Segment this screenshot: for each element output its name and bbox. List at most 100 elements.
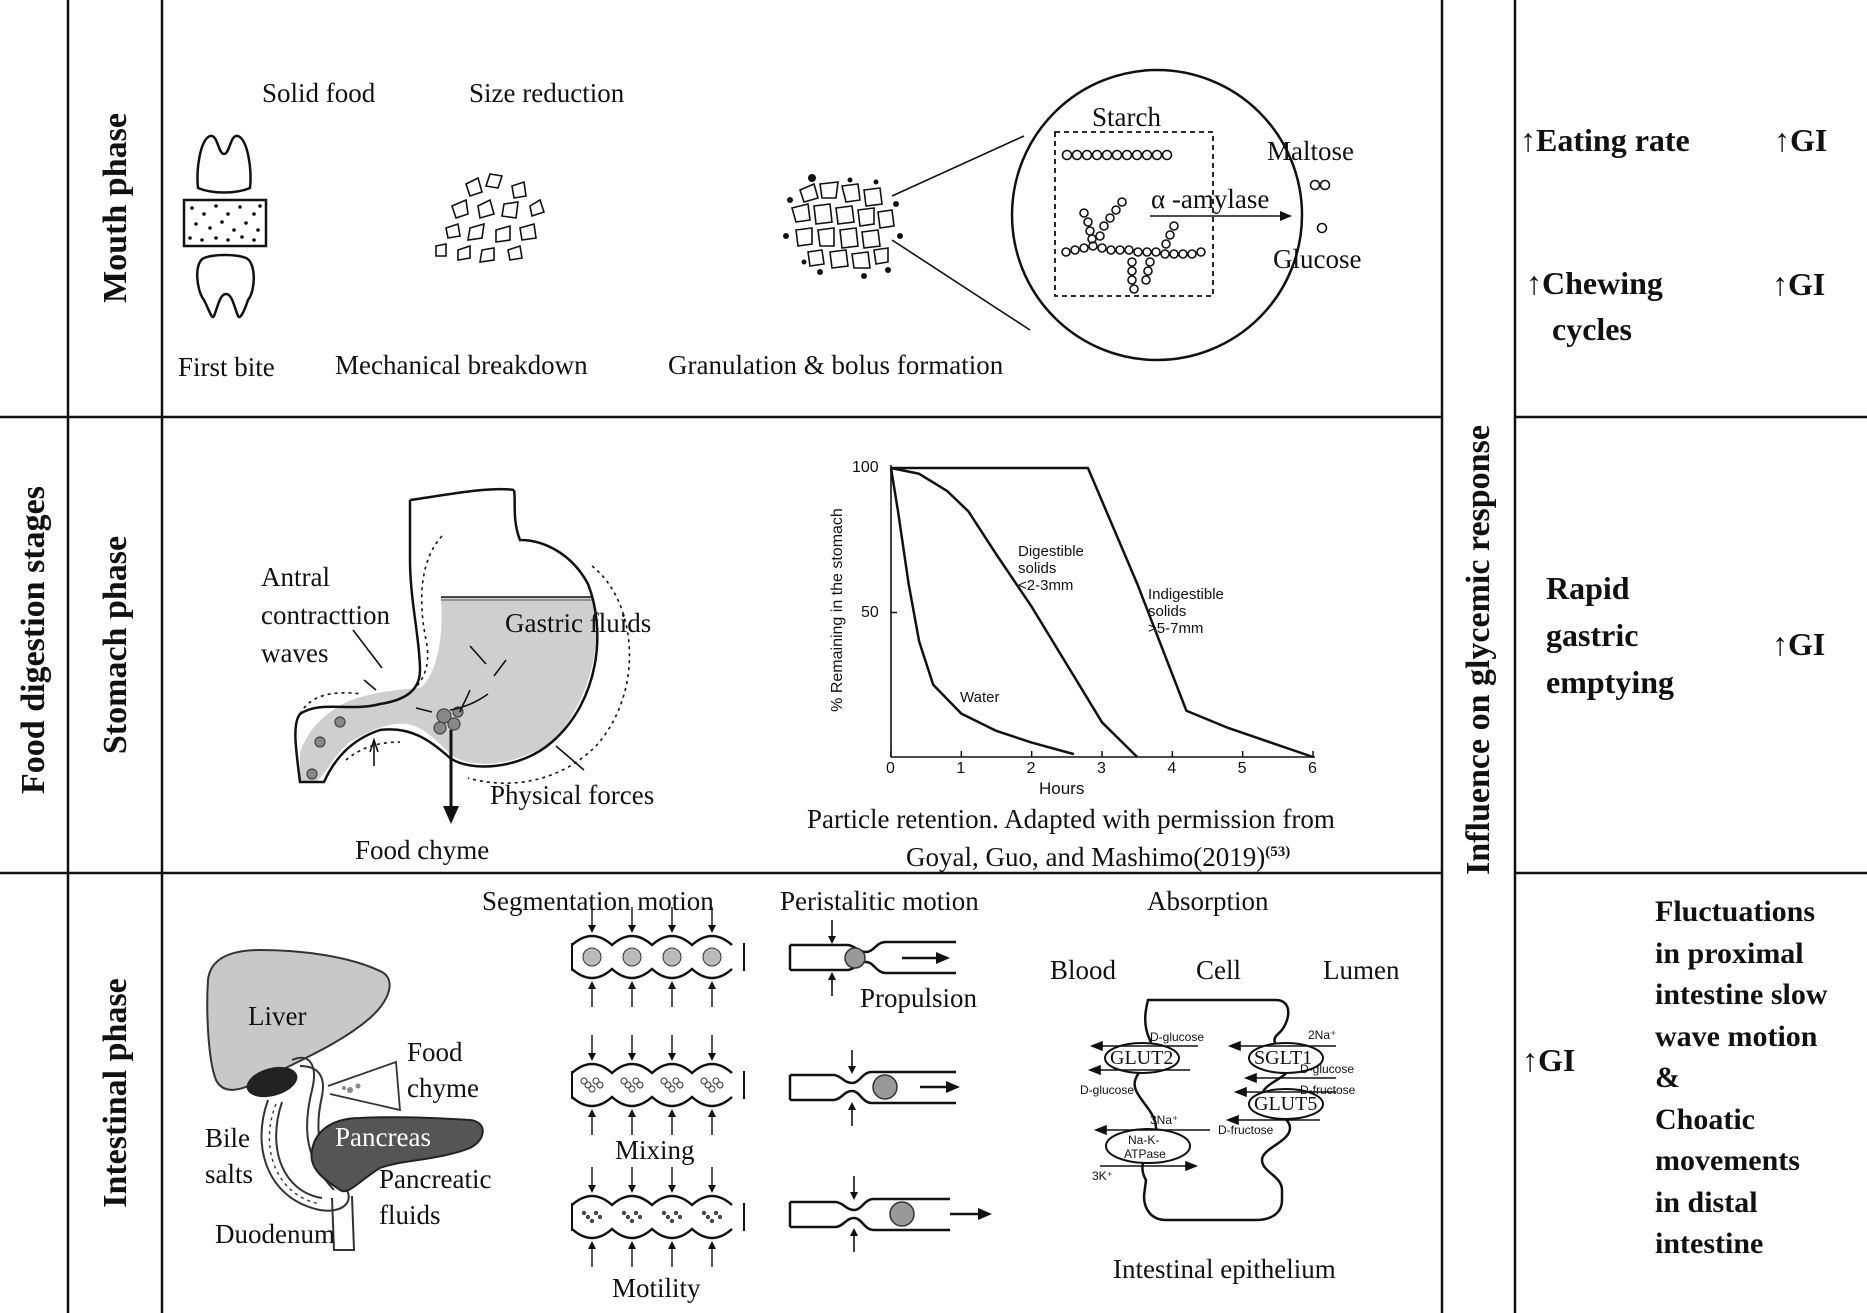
three-na-label: 3Na⁺ [1150, 1113, 1179, 1127]
chewing-label-2: cycles [1552, 311, 1632, 347]
segmentation-tube-wall [571, 1227, 733, 1240]
mixing-label: Mixing [615, 1135, 695, 1165]
maltose-label: Maltose [1267, 136, 1354, 166]
na-k-atpase-transporter [1105, 1128, 1191, 1164]
upper-tooth-icon [196, 134, 252, 194]
d-fructose-cell-label: D-fructose [1218, 1123, 1274, 1137]
motility-label: Motility [612, 1273, 701, 1303]
duodenum-label: Duodenum [215, 1219, 335, 1249]
rapid-label-1: Rapid [1546, 570, 1630, 606]
intestinal-influence-line: & [1655, 1061, 1680, 1094]
chart-x-tick-label: 5 [1237, 760, 1247, 777]
bolus [783, 174, 903, 279]
chart-x-label: Hours [1039, 779, 1085, 798]
na-k-label-1: Na-K- [1128, 1133, 1160, 1147]
chewing-label-1: ↑Chewing [1526, 265, 1663, 301]
gastric-fluid [300, 597, 597, 782]
segmentation-tube-wall [571, 1194, 733, 1207]
d-glucose-lumen-label: D-glucose [1300, 1062, 1355, 1076]
liver [206, 948, 391, 1091]
three-k-label: 3K⁺ [1092, 1169, 1114, 1183]
physical-forces-label: Physical forces [490, 780, 655, 810]
granulation-label: Granulation & bolus formation [668, 350, 1004, 380]
segmentation-tube-wall [571, 934, 733, 947]
intestinal-influence-line: wave motion [1655, 1019, 1818, 1053]
chart-y-tick-label: 100 [852, 459, 879, 476]
intestinal-influence-line: Fluctuations [1655, 895, 1816, 928]
d-fructose-lumen-label: D-fructose [1300, 1083, 1356, 1097]
food-dots [188, 204, 262, 242]
segmentation-motion-label: Segmentation motion [482, 886, 714, 916]
food-chyme-label-1: Food [407, 1037, 463, 1067]
eating-rate-label: ↑Eating rate [1520, 122, 1690, 158]
peristaltic-motion-label: Peristalitic motion [780, 886, 979, 916]
gastric-emptying-chart [889, 465, 1315, 759]
intestinal-influence-line: movements [1655, 1144, 1800, 1177]
d-glucose-out-label: D-glucose [1150, 1030, 1205, 1044]
glut2-label: GLUT2 [1110, 1047, 1174, 1069]
segmentation-tubes [571, 907, 745, 1267]
na-k-label-2: ATPase [1124, 1147, 1166, 1161]
chart-caption-1: Particle retention. Adapted with permiss… [807, 804, 1335, 834]
particles-small [435, 173, 546, 263]
first-bite-label: First bite [178, 352, 275, 382]
starch-branched [1061, 197, 1206, 294]
starch-box [1054, 131, 1214, 297]
peristaltic-tubes [788, 920, 992, 1252]
liver-label: Liver [248, 1001, 307, 1031]
zoom-circle [1010, 68, 1304, 362]
pancreatic-label-2: fluids [379, 1200, 441, 1230]
pancreas-label: Pancreas [335, 1122, 431, 1152]
chart-x-tick-label: 2 [1026, 760, 1036, 777]
food-block [182, 198, 268, 248]
chart-x-tick-label: 6 [1308, 760, 1317, 777]
bile-label-2: salts [205, 1159, 254, 1189]
amylase-label: α -amylase [1151, 184, 1270, 214]
glucose-icon [1316, 222, 1328, 234]
bile-label-1: Bile [205, 1123, 250, 1153]
glucose-label: Glucose [1273, 244, 1362, 274]
stomach-outline [294, 489, 599, 784]
water-label: Water [960, 689, 1000, 706]
lumen-label: Lumen [1323, 955, 1400, 985]
size-reduction-label: Size reduction [469, 78, 625, 108]
propulsion-label: Propulsion [860, 983, 978, 1013]
gastric-fluids-label: Gastric fluids [505, 608, 652, 638]
lower-tooth-icon [196, 253, 255, 319]
intestinal-influence-line: in proximal [1655, 936, 1804, 970]
chart-caption-2: Goyal, Guo, and Mashimo(2019)(53) [906, 842, 1291, 872]
d-glucose-in-label: D-glucose [1080, 1083, 1135, 1097]
digestible-label-2: solids [1018, 560, 1057, 577]
food-chyme-label-2: chyme [407, 1073, 479, 1103]
glut2-transporter [1104, 1042, 1180, 1074]
intestinal-influence-line: intestine slow [1655, 978, 1828, 1011]
glut5-transporter [1248, 1088, 1324, 1120]
pancreatic-label-1: Pancreatic [379, 1164, 492, 1194]
intestinal-influence-line: intestine [1655, 1227, 1764, 1260]
starch-label: Starch [1092, 102, 1161, 132]
chart-series-line-1 [890, 466, 1139, 758]
chart-x-tick-label: 4 [1167, 760, 1177, 777]
chart-series-line-2 [891, 466, 1314, 759]
chart-x-tick-label: 0 [886, 760, 895, 777]
indigestible-label-2: solids [1148, 603, 1187, 620]
chart-x-tick-label: 1 [956, 760, 966, 777]
absorption-label: Absorption [1147, 886, 1269, 916]
chart-x-tick-label: 3 [1097, 760, 1106, 777]
pancreas [310, 1116, 484, 1193]
indigestible-label-3: >5-7mm [1148, 620, 1204, 637]
gi-gastric-label: ↑GI [1772, 626, 1826, 662]
antral-label-2: contracttion [261, 600, 390, 630]
sglt1-transporter [1248, 1042, 1324, 1074]
antral-label-3: waves [261, 638, 329, 668]
gi-chewing-label: ↑GI [1772, 266, 1826, 302]
glut5-label: GLUT5 [1254, 1093, 1318, 1115]
sglt1-label: SGLT1 [1254, 1047, 1313, 1069]
rapid-label-2: gastric [1546, 617, 1639, 653]
digestible-label-1: Digestible [1018, 543, 1084, 560]
